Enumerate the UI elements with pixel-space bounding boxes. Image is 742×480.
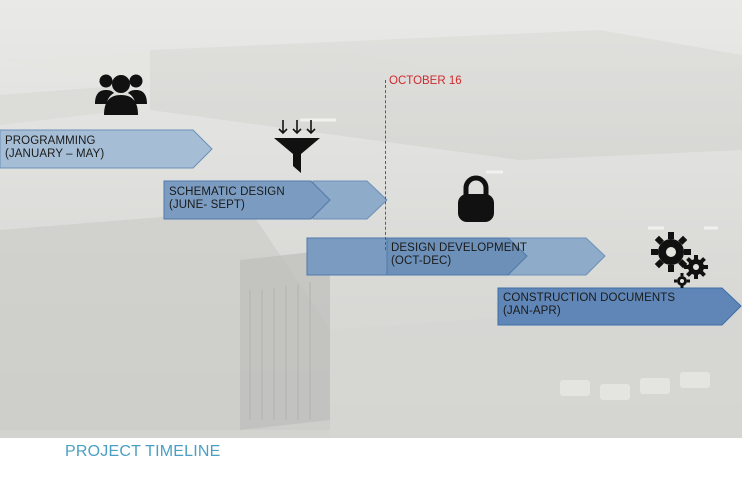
phase-name: PROGRAMMING — [5, 135, 96, 147]
phase-arrow-dd-lead — [306, 237, 388, 276]
phase-dates: (JANUARY – MAY) — [5, 148, 105, 160]
phase-name: CONSTRUCTION DOCUMENTS — [503, 292, 676, 304]
milestone-line — [385, 80, 386, 250]
phase-label-programming: PROGRAMMING (JANUARY – MAY) — [5, 135, 104, 161]
phase-dates: (JAN-APR) — [503, 305, 561, 317]
lock-icon — [458, 175, 494, 222]
phase-label-schematic: SCHEMATIC DESIGN (JUNE- SEPT) — [169, 186, 285, 212]
background-photo — [0, 30, 742, 438]
phase-label-construction-documents: CONSTRUCTION DOCUMENTS (JAN-APR) — [503, 292, 675, 318]
phase-dates: (JUNE- SEPT) — [169, 199, 245, 211]
phase-dates: (OCT-DEC) — [391, 255, 452, 267]
phase-label-design-development: DESIGN DEVELOPMENT (OCT-DEC) — [391, 242, 527, 268]
phase-arrow-cd — [497, 287, 742, 326]
page-title: PROJECT TIMELINE — [65, 443, 221, 460]
phase-arrow-schematic — [163, 180, 331, 220]
funnel-icon — [274, 120, 320, 173]
phase-arrow-programming — [0, 129, 213, 169]
phase-arrow-dd — [386, 237, 528, 276]
phase-name: SCHEMATIC DESIGN — [169, 186, 285, 198]
users-icon — [95, 74, 147, 115]
phase-bars — [0, 129, 742, 326]
milestone-label: OCTOBER 16 — [389, 75, 462, 87]
phase-name: DESIGN DEVELOPMENT — [391, 242, 527, 254]
gears-icon — [651, 232, 708, 288]
timeline-stage: OCTOBER 16 PROGRAMMING (JANUARY – MAY) S… — [0, 0, 742, 438]
